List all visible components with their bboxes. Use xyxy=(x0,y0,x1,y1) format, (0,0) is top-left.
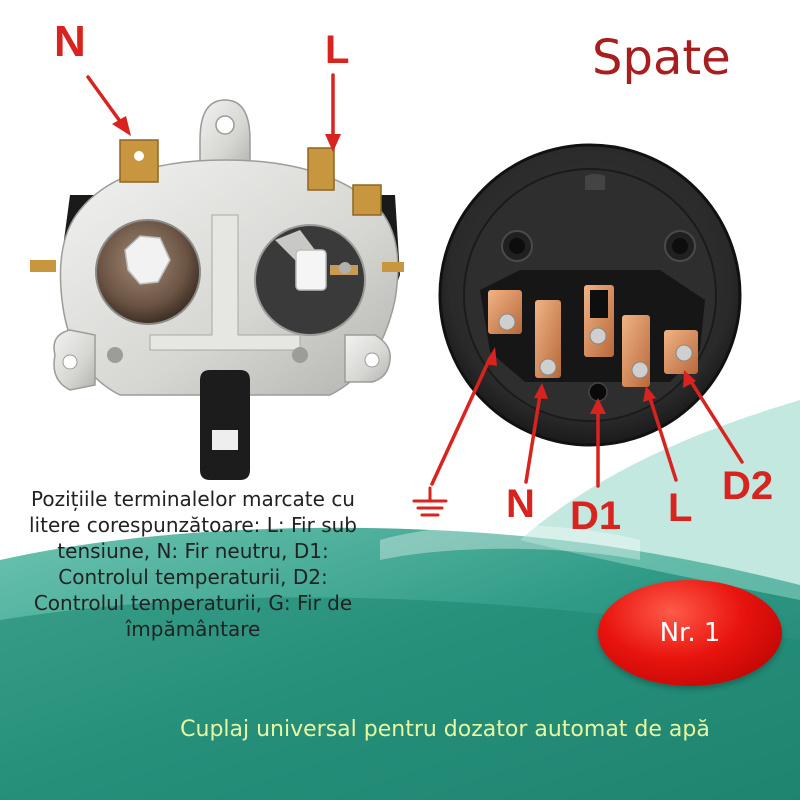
label-socket-d2: D2 xyxy=(722,464,774,508)
left-connector xyxy=(30,99,404,480)
pointer-arrows xyxy=(86,73,744,488)
product-caption: Cuplaj universal pentru dozator automat … xyxy=(180,717,710,742)
badge-label: Nr. 1 xyxy=(659,618,721,648)
teal-background xyxy=(0,400,800,800)
label-socket-n: N xyxy=(506,482,535,526)
round-socket xyxy=(438,143,742,447)
label-socket-l: L xyxy=(668,486,693,530)
label-left-n: N xyxy=(54,17,86,66)
label-left-l: L xyxy=(325,28,350,72)
terminal-description: Pozițiile terminalelor marcate cu litere… xyxy=(29,487,357,641)
page-title: Spate xyxy=(592,30,731,86)
number-badge: Nr. 1 xyxy=(598,580,782,686)
ground-icon xyxy=(412,486,448,517)
label-socket-d1: D1 xyxy=(570,494,622,538)
arrow-heads xyxy=(112,116,696,414)
terminals xyxy=(488,285,698,387)
